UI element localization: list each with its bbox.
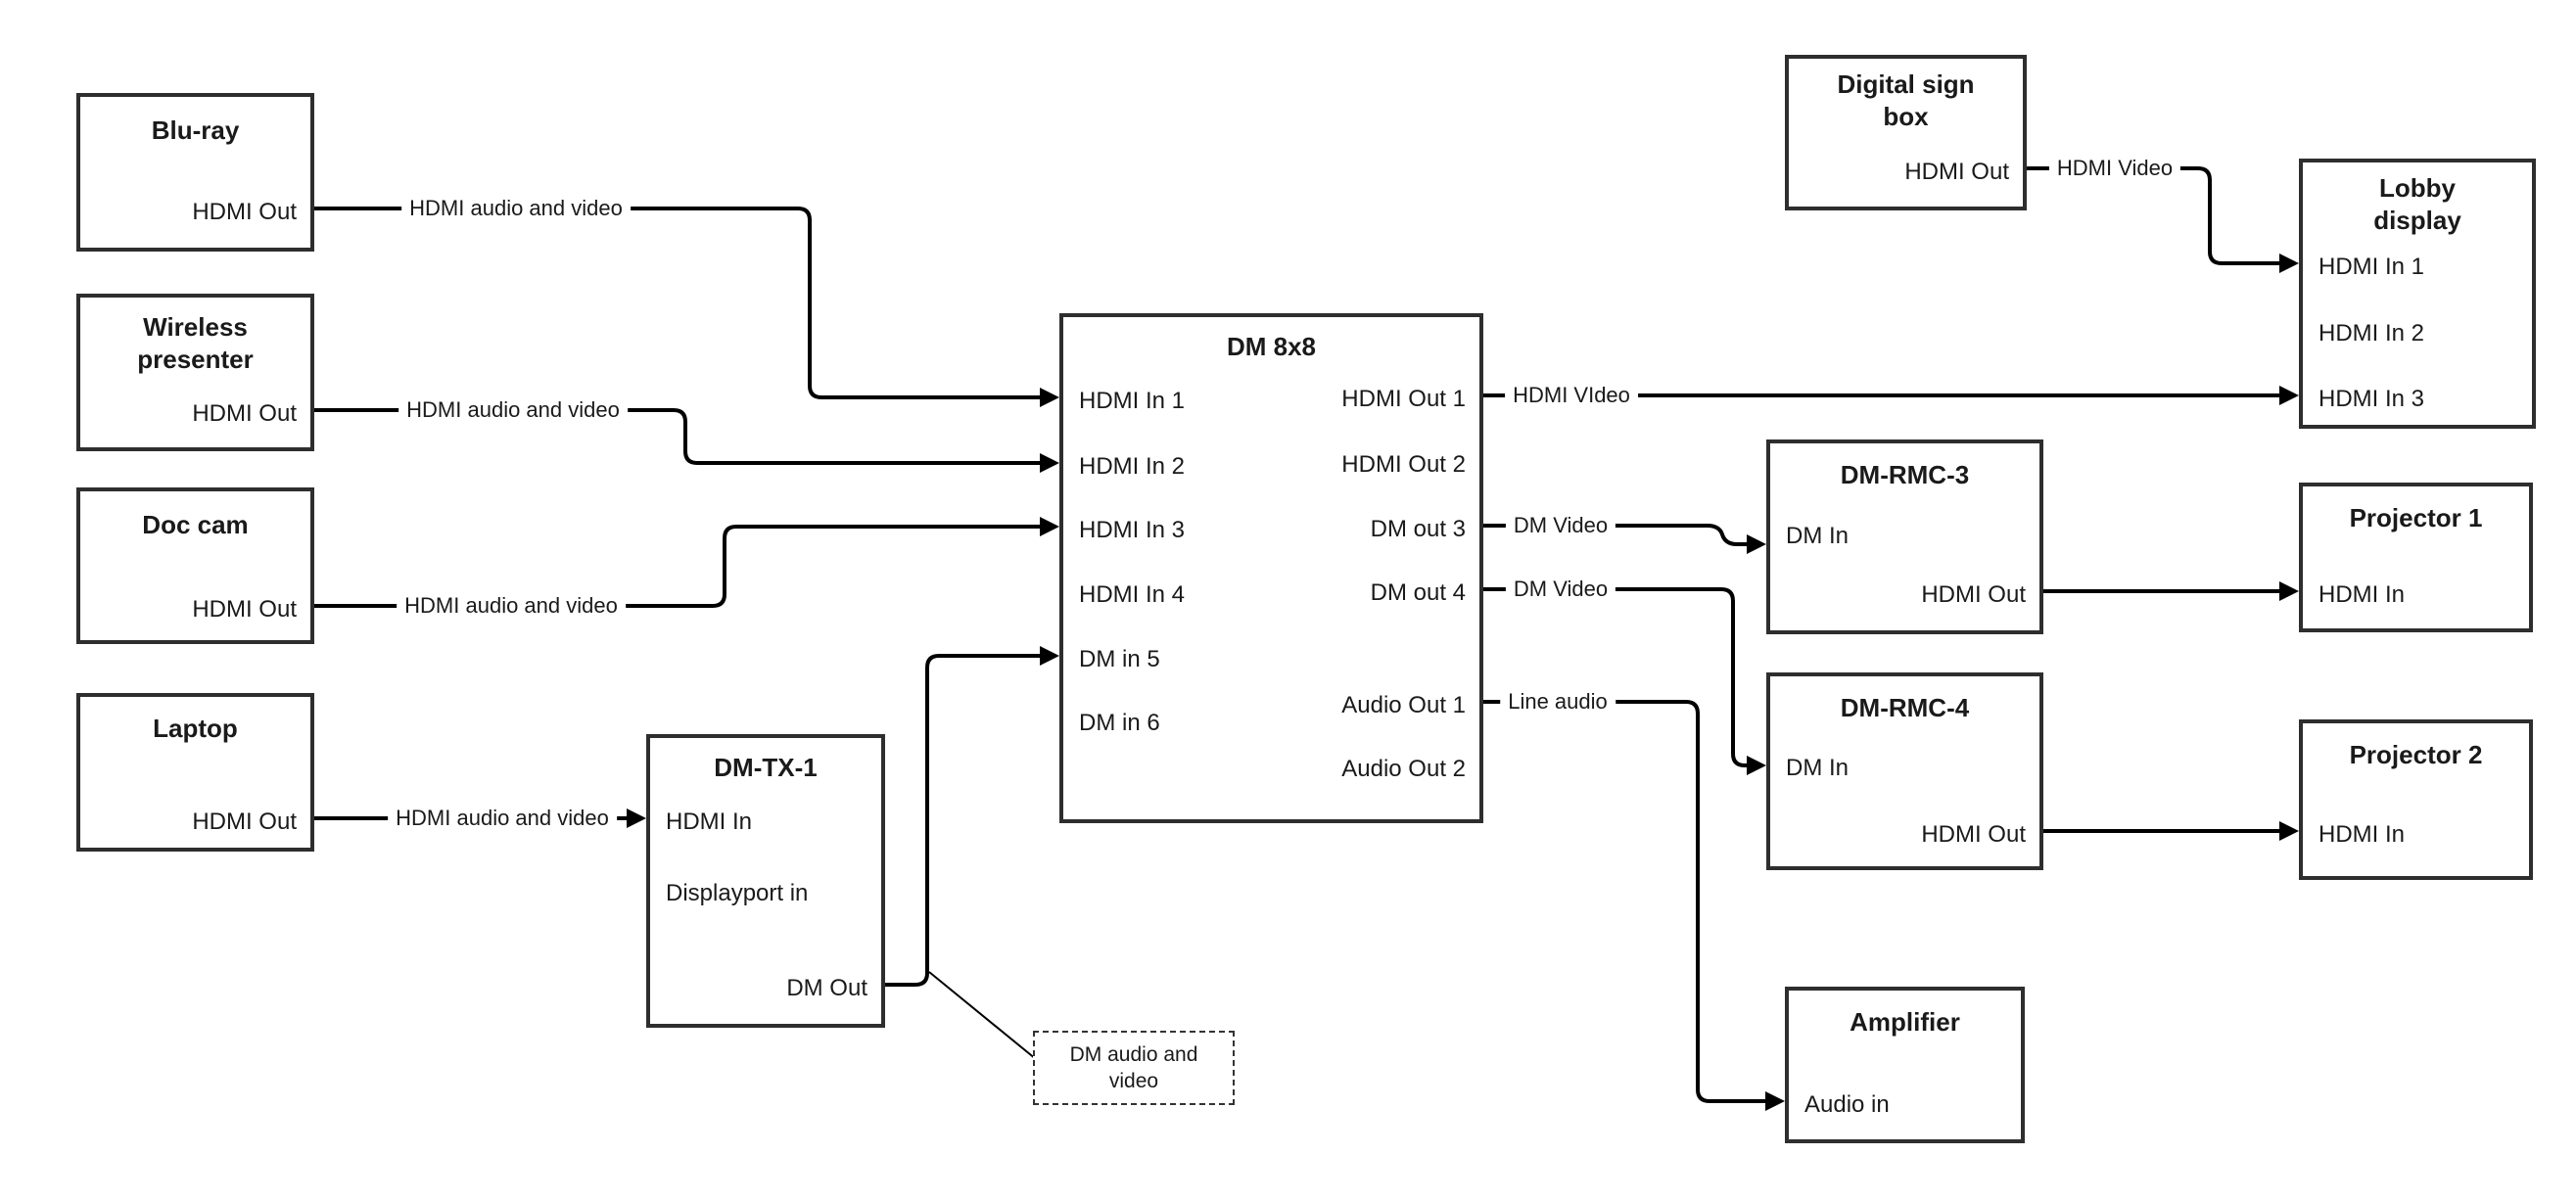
callout-dm-audio-and-video: DM audio and video [1033, 1031, 1235, 1105]
port-rmc4-dm-in: DM In [1786, 755, 1850, 781]
wire-dm8x8-audio1-to-amp [1483, 700, 1785, 1111]
node-wireless-presenter: Wireless presenter HDMI Out [76, 294, 314, 451]
node-digital-sign-box: Digital sign box HDMI Out [1785, 55, 2027, 210]
node-signbox-title: Digital sign box [1837, 69, 1975, 131]
node-dm-rmc-3: DM-RMC-3 DM In HDMI Out [1766, 439, 2043, 634]
port-dm8x8-hdmi-in-2: HDMI In 2 [1079, 453, 1186, 480]
port-dm8x8-dm-out-4: DM out 4 [1370, 579, 1466, 606]
node-dm-rmc-4: DM-RMC-4 DM In HDMI Out [1766, 672, 2043, 870]
wire-label-hdmi-video-out1: HDMI VIdeo [1505, 383, 1638, 408]
node-dm-tx-1: DM-TX-1 HDMI In Displayport in DM Out [646, 734, 885, 1028]
port-dm8x8-dm-out-3: DM out 3 [1370, 516, 1466, 542]
node-proj2-title: Projector 2 [2349, 740, 2483, 769]
wire-label-bluray: HDMI audio and video [401, 196, 631, 221]
port-dm8x8-hdmi-out-1: HDMI Out 1 [1341, 386, 1466, 412]
port-proj2-hdmi-in: HDMI In [2318, 821, 2406, 848]
port-dm8x8-hdmi-in-3: HDMI In 3 [1079, 517, 1186, 543]
port-signbox-hdmi-out: HDMI Out [1904, 159, 2009, 185]
port-dmtx1-displayport-in: Displayport in [666, 880, 809, 906]
port-dm8x8-dm-in-6: DM in 6 [1079, 710, 1160, 736]
node-doc-cam: Doc cam HDMI Out [76, 487, 314, 644]
wire-dm8x8-out4-to-rmc4 [1483, 587, 1766, 775]
wire-label-line-audio: Line audio [1500, 689, 1616, 715]
port-laptop-hdmi-out: HDMI Out [192, 808, 297, 835]
wire-bluray-to-dm8x8-in1 [314, 207, 1059, 407]
wire-label-dm-video-out4: DM Video [1505, 577, 1616, 602]
port-lobby-hdmi-in-2: HDMI In 2 [2318, 320, 2425, 346]
port-dm8x8-hdmi-in-1: HDMI In 1 [1079, 388, 1186, 414]
port-rmc3-dm-in: DM In [1786, 523, 1850, 549]
port-doccam-hdmi-out: HDMI Out [192, 596, 297, 623]
port-lobby-hdmi-in-3: HDMI In 3 [2318, 386, 2425, 412]
node-rmc4-title: DM-RMC-4 [1840, 693, 1970, 722]
node-projector-1: Projector 1 HDMI In [2299, 483, 2533, 632]
node-projector-2: Projector 2 HDMI In [2299, 719, 2533, 880]
wire-label-wireless: HDMI audio and video [398, 397, 628, 423]
node-dm-8x8: DM 8x8 HDMI In 1 HDMI In 2 HDMI In 3 HDM… [1059, 313, 1483, 823]
port-dm8x8-audio-out-2: Audio Out 2 [1341, 756, 1466, 782]
port-rmc4-hdmi-out: HDMI Out [1921, 821, 2026, 848]
port-dm8x8-hdmi-in-4: HDMI In 4 [1079, 581, 1186, 608]
port-dm8x8-hdmi-out-2: HDMI Out 2 [1341, 451, 1466, 478]
port-amp-audio-in: Audio in [1804, 1091, 1890, 1118]
port-proj1-hdmi-in: HDMI In [2318, 581, 2406, 608]
node-bluray-title: Blu-ray [151, 115, 240, 145]
node-proj1-title: Projector 1 [2349, 503, 2483, 532]
wire-dmtx1-to-dm8x8-in5 [885, 646, 1059, 987]
node-lobby-display: Lobby display HDMI In 1 HDMI In 2 HDMI I… [2299, 159, 2536, 429]
callout-pointer-line [928, 971, 1037, 1060]
node-dmtx1-title: DM-TX-1 [714, 753, 818, 782]
node-laptop: Laptop HDMI Out [76, 693, 314, 852]
wire-label-hdmi-video-signbox: HDMI Video [2048, 156, 2181, 181]
wire-label-dm-video-out3: DM Video [1505, 513, 1616, 538]
port-bluray-hdmi-out: HDMI Out [192, 199, 297, 225]
port-wireless-hdmi-out: HDMI Out [192, 400, 297, 427]
wire-label-laptop: HDMI audio and video [388, 806, 617, 831]
port-lobby-hdmi-in-1: HDMI In 1 [2318, 254, 2425, 280]
node-rmc3-title: DM-RMC-3 [1840, 460, 1970, 489]
port-dmtx1-dm-out: DM Out [786, 975, 867, 1001]
port-dmtx1-hdmi-in: HDMI In [666, 808, 753, 835]
node-amp-title: Amplifier [1850, 1007, 1960, 1037]
port-dm8x8-dm-in-5: DM in 5 [1079, 646, 1160, 672]
node-bluray: Blu-ray HDMI Out [76, 93, 314, 252]
port-dm8x8-audio-out-1: Audio Out 1 [1341, 692, 1466, 718]
node-lobby-title: Lobby display [2373, 173, 2461, 235]
node-amplifier: Amplifier Audio in [1785, 987, 2025, 1143]
callout-text: DM audio and video [1069, 1043, 1198, 1092]
wire-label-doccam: HDMI audio and video [397, 593, 626, 619]
node-dm8x8-title: DM 8x8 [1226, 332, 1317, 361]
wire-signbox-to-lobby-in1 [2027, 166, 2299, 273]
port-rmc3-hdmi-out: HDMI Out [1921, 581, 2026, 608]
node-doccam-title: Doc cam [142, 510, 249, 539]
node-wireless-title: Wireless presenter [137, 312, 254, 374]
node-laptop-title: Laptop [153, 714, 238, 743]
